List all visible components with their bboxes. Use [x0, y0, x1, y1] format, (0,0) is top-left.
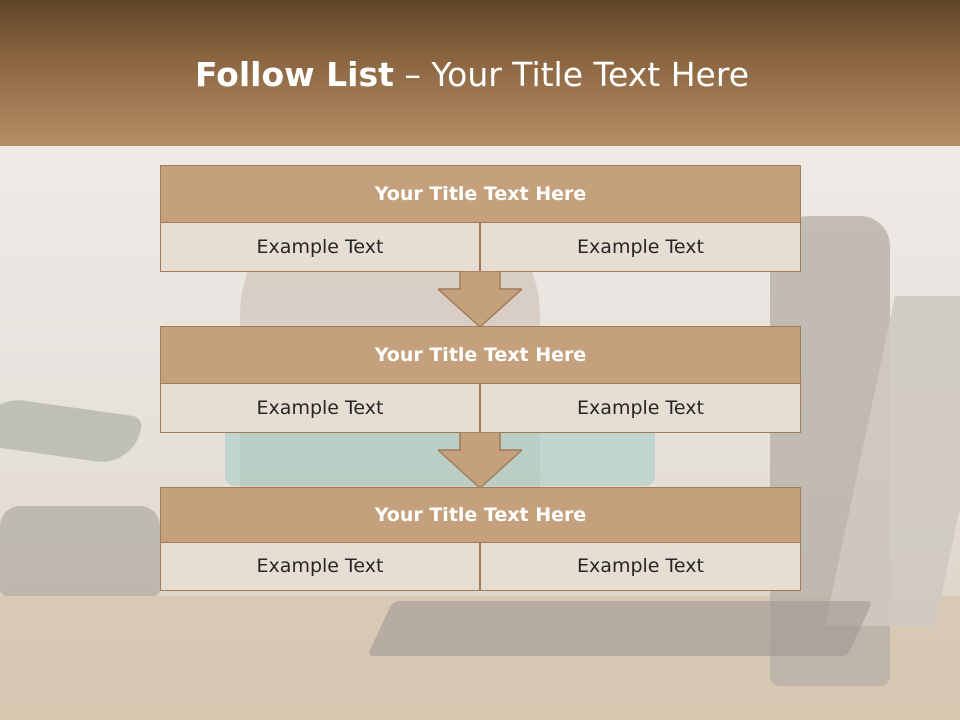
title-rest: Your Title Text Here [431, 55, 750, 94]
down-arrow-icon [438, 271, 522, 329]
slide-title: Follow List – Your Title Text Here [0, 52, 944, 98]
title-banner: Follow List – Your Title Text Here [0, 0, 960, 146]
block-title: Your Title Text Here [160, 165, 801, 223]
telephone-shape [0, 506, 160, 596]
down-arrow-icon [438, 432, 522, 490]
block-cell-right: Example Text [480, 222, 801, 272]
title-separator: – [393, 55, 432, 94]
block-cell-right: Example Text [480, 383, 801, 433]
block-cell-left: Example Text [160, 383, 480, 433]
block-cell-left: Example Text [160, 542, 480, 591]
block-title: Your Title Text Here [160, 487, 801, 543]
block-cell-right: Example Text [480, 542, 801, 591]
plant-leaf-shape [0, 395, 143, 467]
keyboard-shape [367, 601, 873, 656]
block-title: Your Title Text Here [160, 326, 801, 384]
title-strong: Follow List [194, 55, 394, 94]
block-cell-left: Example Text [160, 222, 480, 272]
